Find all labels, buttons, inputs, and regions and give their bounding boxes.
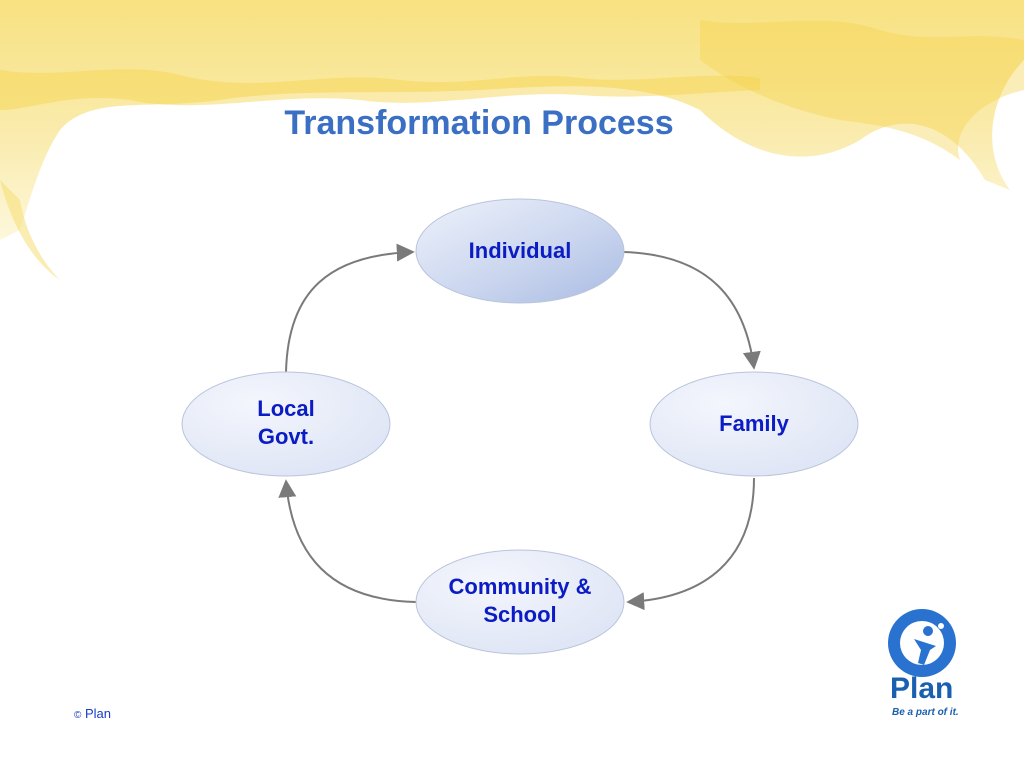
- edge-family-to-community: [626, 477, 755, 611]
- node-community-label: Community & School: [416, 573, 624, 629]
- plan-logo-icon: [888, 609, 956, 677]
- node-community-line-1: Community &: [448, 574, 592, 599]
- node-localgovt-line-2: Govt.: [257, 424, 315, 449]
- node-community-line-2: School: [483, 602, 557, 627]
- edge-individual-to-family: [623, 251, 761, 370]
- node-individual-shape: [415, 198, 625, 304]
- node-community-shape: [415, 549, 625, 655]
- node-localgovt-line-1: Local: [257, 396, 315, 421]
- edge-localgovt-to-individual: [285, 243, 415, 373]
- slide-title: Transformation Process: [284, 104, 674, 142]
- plan-logo-tagline: Be a part of it.: [892, 707, 959, 718]
- copyright-notice: © Plan: [74, 706, 111, 721]
- copyright-text: Plan: [85, 706, 112, 721]
- node-localgovt-label: Local Govt.: [214, 395, 358, 451]
- copyright-symbol: ©: [74, 710, 82, 721]
- node-individual-label: Individual: [416, 237, 624, 265]
- edge-community-to-localgovt: [278, 479, 417, 603]
- node-family-line: Family: [719, 411, 789, 436]
- node-family-label: Family: [650, 410, 858, 438]
- node-individual-line: Individual: [468, 238, 572, 263]
- plan-logo-wordmark: Plan: [890, 672, 954, 705]
- node-family-shape: [649, 371, 859, 477]
- node-localgovt-shape: [181, 371, 391, 477]
